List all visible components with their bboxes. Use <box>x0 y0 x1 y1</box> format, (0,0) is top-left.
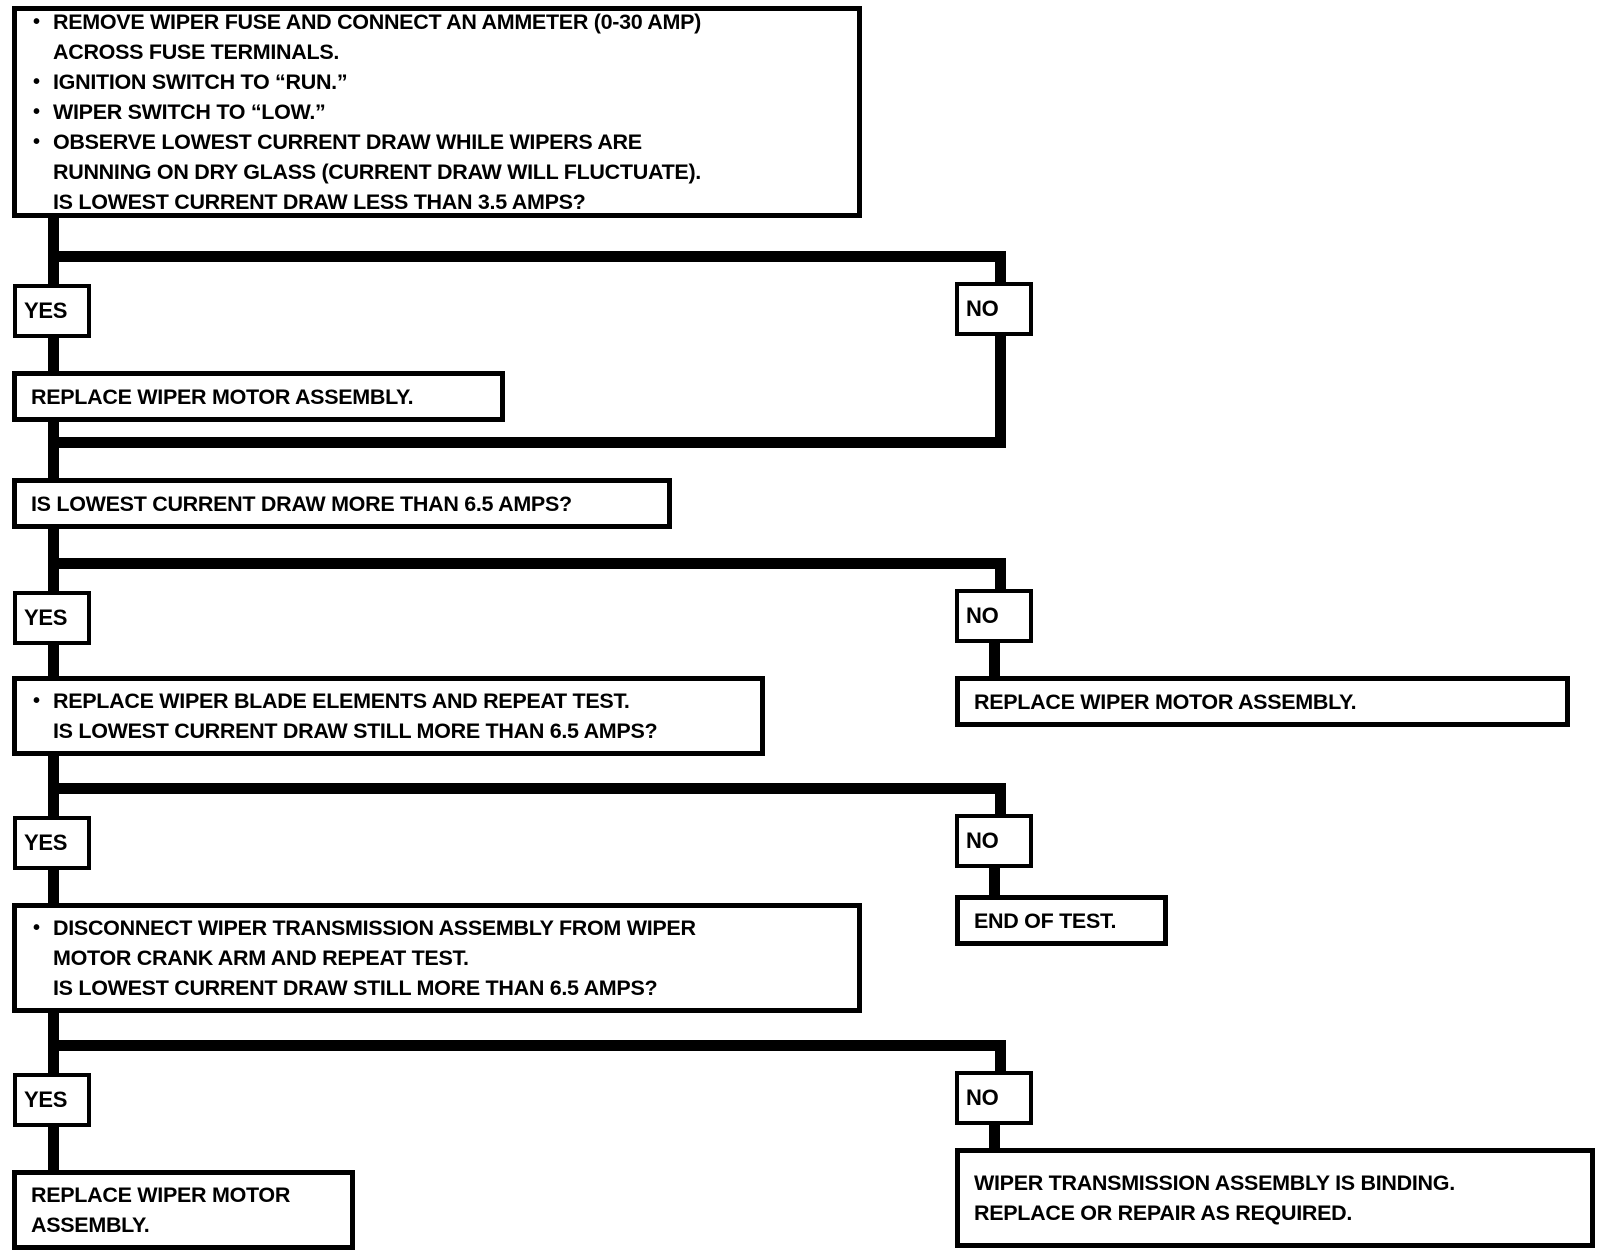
connector-v-stage2-no-down <box>995 558 1006 600</box>
node-replace-motor-2: REPLACE WIPER MOTOR ASSEMBLY. <box>955 676 1570 727</box>
end-of-test-text: END OF TEST. <box>974 908 1117 933</box>
yes-3-text: YES <box>24 830 68 855</box>
disconnect-transmission-bullets: DISCONNECT WIPER TRANSMISSION ASSEMBLY F… <box>31 913 849 1003</box>
start-test-bullet-1: REMOVE WIPER FUSE AND CONNECT AN AMMETER… <box>31 7 849 67</box>
connector-v-no4-to-binding <box>989 1123 1000 1153</box>
start-test-bullet-4: OBSERVE LOWEST CURRENT DRAW WHILE WIPERS… <box>31 127 849 217</box>
connector-v-yes1-to-replace <box>48 334 59 376</box>
connector-v-no3-to-end <box>989 866 1000 900</box>
connector-v-no2-to-replace2 <box>989 641 1000 681</box>
replace-blades-bullets: REPLACE WIPER BLADE ELEMENTS AND REPEAT … <box>31 686 752 746</box>
connector-h-stage3 <box>48 783 1006 794</box>
node-replace-motor-1: REPLACE WIPER MOTOR ASSEMBLY. <box>12 371 505 422</box>
connector-v-stage1-no-down <box>995 251 1006 291</box>
yes-2-text: YES <box>24 605 68 630</box>
connector-h-stage2 <box>48 558 1006 569</box>
replace-blades-bullet-1: REPLACE WIPER BLADE ELEMENTS AND REPEAT … <box>31 686 752 746</box>
connector-h-stage4 <box>48 1040 1006 1051</box>
branch-label-no-2: NO <box>955 589 1033 643</box>
connector-v-yes3-to-disconnect <box>48 866 59 908</box>
disconnect-transmission-bullet-1: DISCONNECT WIPER TRANSMISSION ASSEMBLY F… <box>31 913 849 1003</box>
branch-label-yes-3: YES <box>13 816 91 870</box>
node-q-more-than-65: IS LOWEST CURRENT DRAW MORE THAN 6.5 AMP… <box>12 478 672 529</box>
start-test-bullet-3: WIPER SWITCH TO “LOW.” <box>31 97 849 127</box>
no-3-text: NO <box>966 828 999 853</box>
no-2-text: NO <box>966 603 999 628</box>
connector-h-no1-return <box>48 437 1006 448</box>
branch-label-no-3: NO <box>955 814 1033 868</box>
yes-4-text: YES <box>24 1087 68 1112</box>
branch-label-no-1: NO <box>955 282 1033 336</box>
no-4-text: NO <box>966 1085 999 1110</box>
connector-v-stage4-no-down <box>995 1040 1006 1082</box>
no-1-text: NO <box>966 296 999 321</box>
connector-v-yes4-to-replace3 <box>48 1123 59 1175</box>
node-replace-blades: REPLACE WIPER BLADE ELEMENTS AND REPEAT … <box>12 676 765 756</box>
start-test-bullets: REMOVE WIPER FUSE AND CONNECT AN AMMETER… <box>31 7 849 217</box>
connector-h-stage1 <box>48 251 1006 262</box>
node-transmission-binding: WIPER TRANSMISSION ASSEMBLY IS BINDING. … <box>955 1148 1595 1248</box>
transmission-binding-text: WIPER TRANSMISSION ASSEMBLY IS BINDING. … <box>974 1171 1455 1225</box>
node-disconnect-transmission: DISCONNECT WIPER TRANSMISSION ASSEMBLY F… <box>12 903 862 1013</box>
start-test-bullet-2: IGNITION SWITCH TO “RUN.” <box>31 67 849 97</box>
replace-motor-2-text: REPLACE WIPER MOTOR ASSEMBLY. <box>974 689 1357 714</box>
node-start-test: REMOVE WIPER FUSE AND CONNECT AN AMMETER… <box>12 6 862 218</box>
node-replace-motor-3: REPLACE WIPER MOTOR ASSEMBLY. <box>12 1170 355 1250</box>
yes-1-text: YES <box>24 298 68 323</box>
branch-label-yes-4: YES <box>13 1073 91 1127</box>
node-end-of-test: END OF TEST. <box>955 895 1168 946</box>
replace-motor-3-text: REPLACE WIPER MOTOR ASSEMBLY. <box>31 1183 291 1237</box>
connector-v-stage3-no-down <box>995 783 1006 825</box>
connector-v-no1-down <box>995 334 1006 444</box>
q-more-than-65-text: IS LOWEST CURRENT DRAW MORE THAN 6.5 AMP… <box>31 491 572 516</box>
branch-label-yes-1: YES <box>13 284 91 338</box>
branch-label-yes-2: YES <box>13 591 91 645</box>
branch-label-no-4: NO <box>955 1071 1033 1125</box>
replace-motor-1-text: REPLACE WIPER MOTOR ASSEMBLY. <box>31 384 414 409</box>
connector-v-to-q65 <box>48 420 59 482</box>
connector-v-yes2-to-blades <box>48 641 59 681</box>
